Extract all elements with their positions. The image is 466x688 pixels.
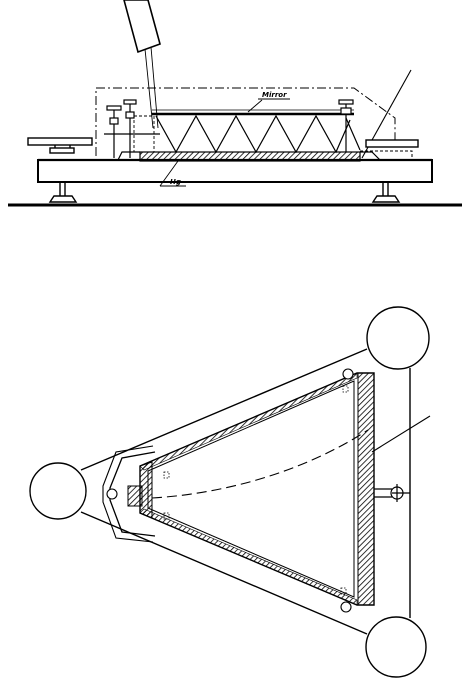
top-exit-beam [371,415,431,453]
base-feet [48,182,401,203]
mercury-trough [139,151,361,162]
left-shelf [27,137,93,146]
foot-circle-top [366,306,430,370]
foot-circle-left [29,462,87,520]
left-adjustment-screws [104,99,160,158]
side-knob [374,484,410,502]
pin-bottom [340,601,352,613]
mirror-label: Mirror [262,91,287,99]
dashed-beam-path [151,429,369,499]
left-end-block [127,485,143,507]
top-view [29,306,431,678]
mercury-label: Hg [170,178,181,186]
pin-top [342,368,354,380]
side-view [8,0,462,207]
base-platform [37,159,433,183]
mirror-leader [247,99,263,113]
right-shelf [365,139,419,148]
foot-circle-bottom [365,616,427,678]
trough-rim-right [357,372,375,606]
right-adjustment-screw [338,99,361,152]
reflection-beam [155,114,351,154]
mercury-leader [159,160,179,187]
cover-outline [95,87,396,156]
